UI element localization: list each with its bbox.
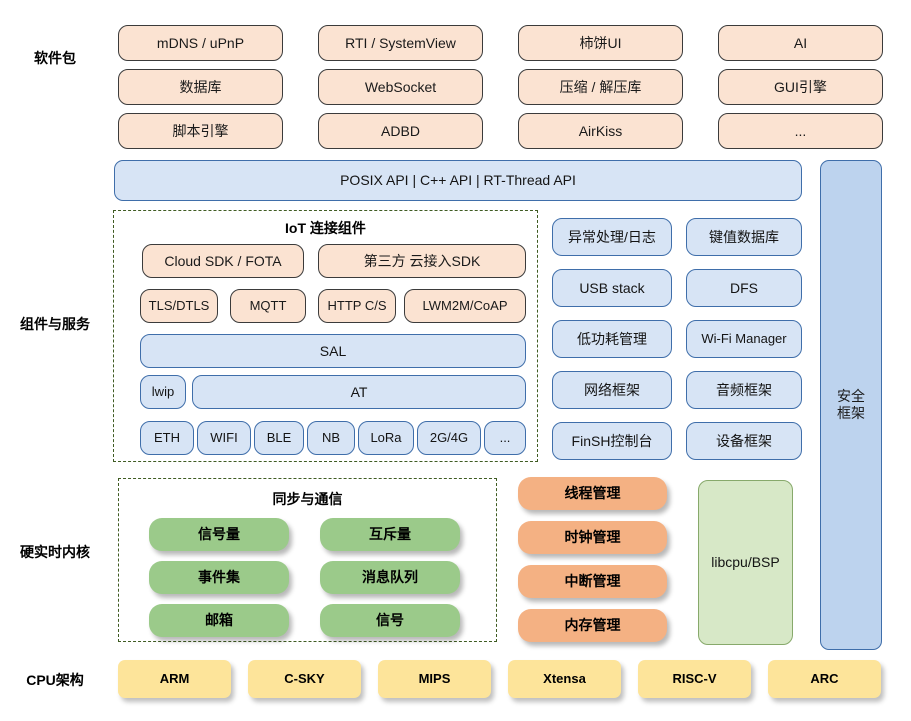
package-box[interactable]: WebSocket <box>318 69 483 105</box>
component-box-usb-stack[interactable]: USB stack <box>552 269 672 307</box>
row-label-software-packages: 软件包 <box>34 50 76 66</box>
kernel-box-signal[interactable]: 信号 <box>320 604 460 637</box>
kernel-box-event-set[interactable]: 事件集 <box>149 561 289 594</box>
kernel-manager-memory[interactable]: 内存管理 <box>518 609 667 642</box>
package-box[interactable]: GUI引擎 <box>718 69 883 105</box>
api-bar[interactable]: POSIX API | C++ API | RT-Thread API <box>114 160 802 201</box>
iot-group-frame <box>113 210 538 462</box>
kernel-sync-group-frame <box>118 478 497 642</box>
package-box[interactable]: AirKiss <box>518 113 683 149</box>
iot-box-wifi[interactable]: WIFI <box>197 421 251 455</box>
cpu-arch-box-arm[interactable]: ARM <box>118 660 231 698</box>
cpu-arch-box-xtensa[interactable]: Xtensa <box>508 660 621 698</box>
package-box[interactable]: 脚本引擎 <box>118 113 283 149</box>
cpu-arch-box-mips[interactable]: MIPS <box>378 660 491 698</box>
kernel-box-semaphore[interactable]: 信号量 <box>149 518 289 551</box>
iot-group-title: IoT 连接组件 <box>285 220 366 236</box>
kernel-manager-interrupt[interactable]: 中断管理 <box>518 565 667 598</box>
component-box-wifi-manager[interactable]: Wi-Fi Manager <box>686 320 802 358</box>
row-label-cpu-architecture: CPU架构 <box>26 672 84 688</box>
component-box-network-fw[interactable]: 网络框架 <box>552 371 672 409</box>
component-box-exception-log[interactable]: 异常处理/日志 <box>552 218 672 256</box>
iot-box-eth[interactable]: ETH <box>140 421 194 455</box>
row-label-hard-realtime-kernel: 硬实时内核 <box>20 544 90 560</box>
component-box-dfs[interactable]: DFS <box>686 269 802 307</box>
kernel-manager-clock[interactable]: 时钟管理 <box>518 521 667 554</box>
cpu-arch-box-csky[interactable]: C-SKY <box>248 660 361 698</box>
component-box-kv-database[interactable]: 键值数据库 <box>686 218 802 256</box>
cpu-arch-box-arc[interactable]: ARC <box>768 660 881 698</box>
security-framework-line2: 框架 <box>837 405 865 421</box>
package-box[interactable]: AI <box>718 25 883 61</box>
iot-box-lwm2m-coap[interactable]: LWM2M/CoAP <box>404 289 526 323</box>
iot-box-third-party-sdk[interactable]: 第三方 云接入SDK <box>318 244 526 278</box>
iot-box-nb[interactable]: NB <box>307 421 355 455</box>
security-framework-box[interactable]: 安全 框架 <box>820 160 882 650</box>
iot-box-mqtt[interactable]: MQTT <box>230 289 306 323</box>
iot-box-http-cs[interactable]: HTTP C/S <box>318 289 396 323</box>
component-box-device-fw[interactable]: 设备框架 <box>686 422 802 460</box>
kernel-manager-thread[interactable]: 线程管理 <box>518 477 667 510</box>
package-box[interactable]: 压缩 / 解压库 <box>518 69 683 105</box>
row-label-components-services: 组件与服务 <box>20 316 90 332</box>
package-box[interactable]: 数据库 <box>118 69 283 105</box>
iot-box-ble[interactable]: BLE <box>254 421 304 455</box>
component-box-audio-fw[interactable]: 音频框架 <box>686 371 802 409</box>
iot-box-cloud-sdk-fota[interactable]: Cloud SDK / FOTA <box>142 244 304 278</box>
kernel-box-mailbox[interactable]: 邮箱 <box>149 604 289 637</box>
security-framework-line1: 安全 <box>837 388 865 405</box>
package-box[interactable]: ... <box>718 113 883 149</box>
iot-box-lora[interactable]: LoRa <box>358 421 414 455</box>
iot-box-more[interactable]: ... <box>484 421 526 455</box>
iot-box-sal[interactable]: SAL <box>140 334 526 368</box>
component-box-low-power-mgmt[interactable]: 低功耗管理 <box>552 320 672 358</box>
component-box-finsh-console[interactable]: FinSH控制台 <box>552 422 672 460</box>
iot-box-at[interactable]: AT <box>192 375 526 409</box>
package-box[interactable]: ADBD <box>318 113 483 149</box>
iot-box-2g-4g[interactable]: 2G/4G <box>417 421 481 455</box>
libcpu-bsp-box[interactable]: libcpu/BSP <box>698 480 793 645</box>
kernel-box-message-queue[interactable]: 消息队列 <box>320 561 460 594</box>
iot-box-lwip[interactable]: lwip <box>140 375 186 409</box>
cpu-arch-box-riscv[interactable]: RISC-V <box>638 660 751 698</box>
iot-box-tls-dtls[interactable]: TLS/DTLS <box>140 289 218 323</box>
package-box[interactable]: RTI / SystemView <box>318 25 483 61</box>
package-box[interactable]: mDNS / uPnP <box>118 25 283 61</box>
kernel-sync-group-title: 同步与通信 <box>272 491 343 507</box>
kernel-box-mutex[interactable]: 互斥量 <box>320 518 460 551</box>
package-box[interactable]: 柿饼UI <box>518 25 683 61</box>
